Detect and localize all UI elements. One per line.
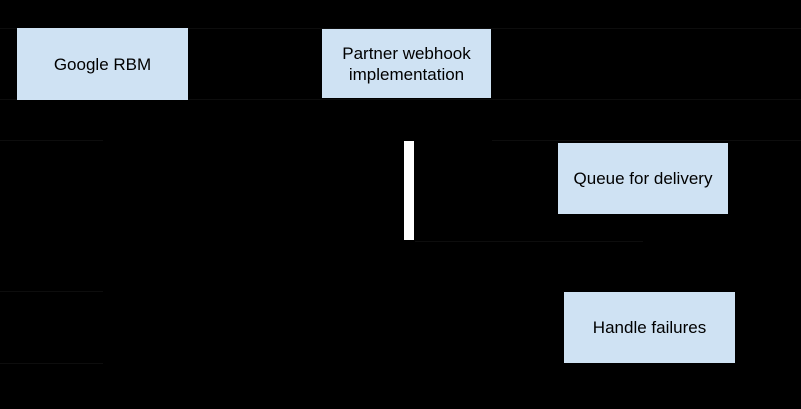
arrow-remnant-line-left-a — [0, 291, 103, 292]
activation-bar — [404, 141, 414, 240]
node-queue-for-delivery: Queue for delivery — [558, 143, 728, 214]
row-divider-line-mid-right — [492, 140, 801, 141]
row-divider-line-mid-left — [0, 140, 103, 141]
row-divider-line-bottom — [0, 99, 801, 100]
node-handle-failures: Handle failures — [564, 292, 735, 363]
node-handle-failures-label: Handle failures — [592, 318, 707, 337]
node-google-rbm-label: Google RBM — [53, 54, 152, 74]
row-divider-line-top — [0, 28, 801, 29]
node-partner-webhook-label: Partner webhook implementation — [342, 43, 471, 84]
node-queue-for-delivery-label: Queue for delivery — [573, 169, 713, 188]
arrow-remnant-line — [415, 241, 643, 242]
node-google-rbm: Google RBM — [17, 28, 188, 100]
arrow-remnant-line-left-b — [0, 363, 103, 364]
node-partner-webhook: Partner webhook implementation — [322, 29, 491, 98]
